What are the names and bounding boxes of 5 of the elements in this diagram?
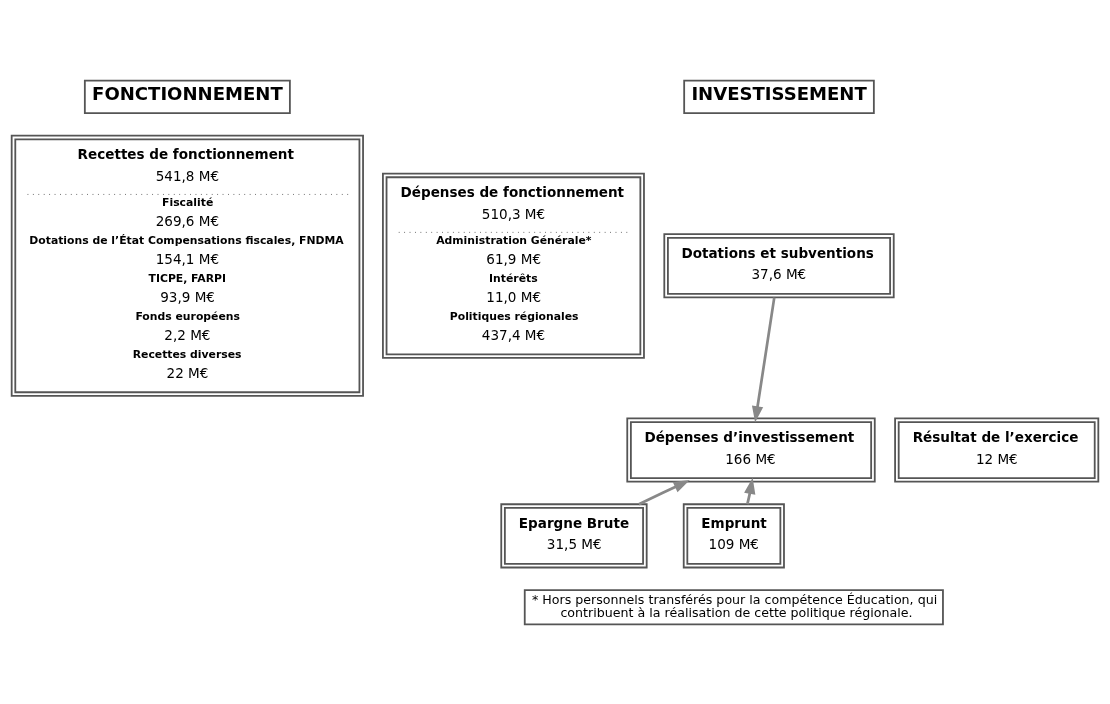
label: FONCTIONNEMENT (92, 82, 283, 104)
arrow (751, 296, 776, 422)
label: * Hors personnels transférés pour la compétence Éducation, qui contribuent à la réalisation de cette politique régionale. (531, 591, 938, 620)
arrow (638, 479, 690, 505)
label: INVESTISSEMENT (691, 82, 867, 104)
